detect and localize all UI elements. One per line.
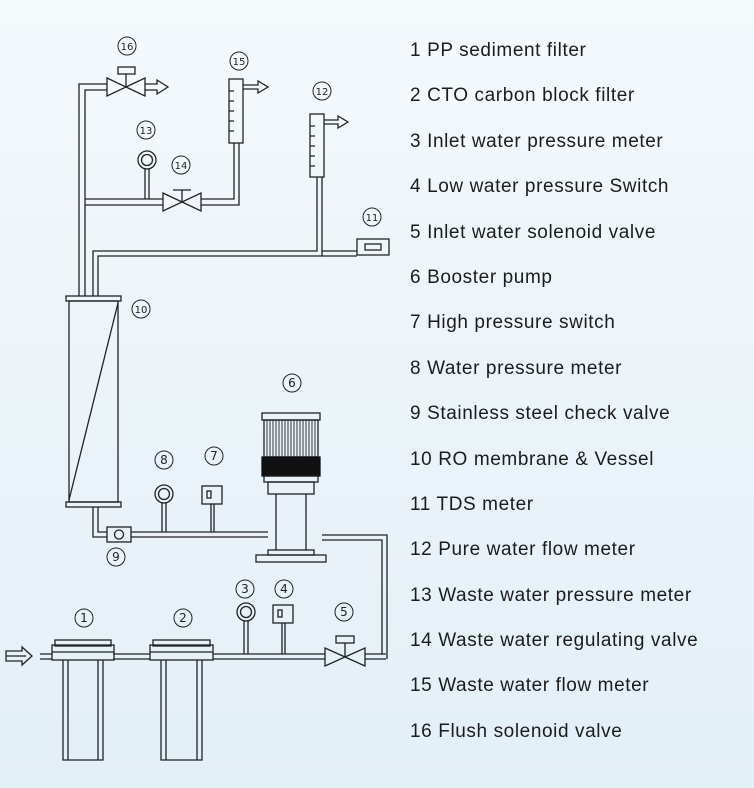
label-circle: [334, 602, 354, 622]
legend-item: 5 Inlet water solenoid valve: [410, 221, 657, 243]
component-number-label: 15: [233, 57, 246, 68]
legend-item: 7 High pressure switch: [410, 312, 616, 334]
label-circle: [136, 120, 156, 140]
legend-item: 4 Low water pressure Switch: [410, 176, 670, 198]
legend-item: 13 Waste water pressure meter: [410, 584, 692, 606]
legend-item: 9 Stainless steel check valve: [410, 403, 671, 425]
legend-item: 2 CTO carbon block filter: [410, 85, 635, 107]
label-circle: [106, 547, 126, 567]
inlet-arrow-icon: [5, 645, 33, 667]
pipe-network: [40, 83, 388, 660]
legend-item: 14 Waste water regulating valve: [410, 630, 699, 652]
component-number-label: 10: [135, 305, 148, 316]
label-circle: [235, 579, 255, 599]
legend-item: 11 TDS meter: [410, 493, 534, 515]
tds-meter-icon: [356, 238, 390, 256]
cto-carbon-block-filter: [149, 639, 214, 761]
component-number-label: 4: [280, 582, 288, 596]
component-legend: 1 PP sediment filter 2 CTO carbon block …: [410, 38, 698, 764]
waste-water-flow-meter-icon: [228, 78, 270, 144]
legend-item: 6 Booster pump: [410, 266, 553, 288]
component-number-label: 12: [316, 87, 329, 98]
label-circle: [74, 608, 94, 628]
legend-item: 10 RO membrane & Vessel: [410, 448, 655, 470]
legend-item: 1 PP sediment filter: [410, 40, 587, 61]
label-circle: [131, 299, 151, 319]
component-number-label: 3: [241, 582, 249, 596]
label-circle: [171, 155, 191, 175]
component-number-label: 6: [288, 376, 296, 390]
inlet-pressure-gauge-icon: [236, 602, 256, 622]
check-valve-icon: [106, 526, 132, 543]
component-number-label: 1: [80, 611, 88, 625]
component-number-label: 8: [160, 453, 168, 467]
low-pressure-switch-icon: [272, 604, 294, 624]
component-number-label: 13: [140, 126, 153, 137]
legend-item: 16 Flush solenoid valve: [410, 720, 623, 742]
label-circle: [312, 81, 332, 101]
component-number-label: 16: [121, 42, 134, 53]
pp-sediment-filter: [51, 639, 115, 761]
legend-item: 8 Water pressure meter: [410, 357, 623, 379]
waste-pressure-gauge-icon: [137, 150, 157, 170]
label-circle: [362, 207, 382, 227]
component-number-label: 14: [175, 161, 188, 172]
label-circle: [229, 51, 249, 71]
high-pressure-switch-icon: [201, 485, 223, 505]
booster-pump: [255, 412, 327, 563]
label-circle: [282, 373, 302, 393]
waste-regulating-valve-icon: [162, 189, 202, 213]
legend-item: 15 Waste water flow meter: [410, 675, 650, 697]
component-number-label: 5: [340, 605, 348, 619]
component-number-label: 9: [112, 550, 120, 564]
ro-membrane-vessel: [65, 295, 122, 508]
component-number-label: 7: [210, 449, 218, 463]
label-circle: [204, 446, 224, 466]
component-number-label: 11: [366, 213, 379, 224]
legend-item: 12 Pure water flow meter: [410, 539, 636, 561]
label-circle: [117, 36, 137, 56]
label-circle: [154, 450, 174, 470]
label-circle: [274, 579, 294, 599]
label-circle: [173, 608, 193, 628]
pure-water-flow-meter-icon: [309, 113, 350, 178]
water-pressure-gauge-icon: [154, 484, 174, 504]
flush-solenoid-valve-icon: [106, 66, 170, 98]
component-number-label: 2: [179, 611, 187, 625]
legend-item: 3 Inlet water pressure meter: [410, 130, 664, 152]
inlet-solenoid-valve-icon: [324, 635, 366, 668]
